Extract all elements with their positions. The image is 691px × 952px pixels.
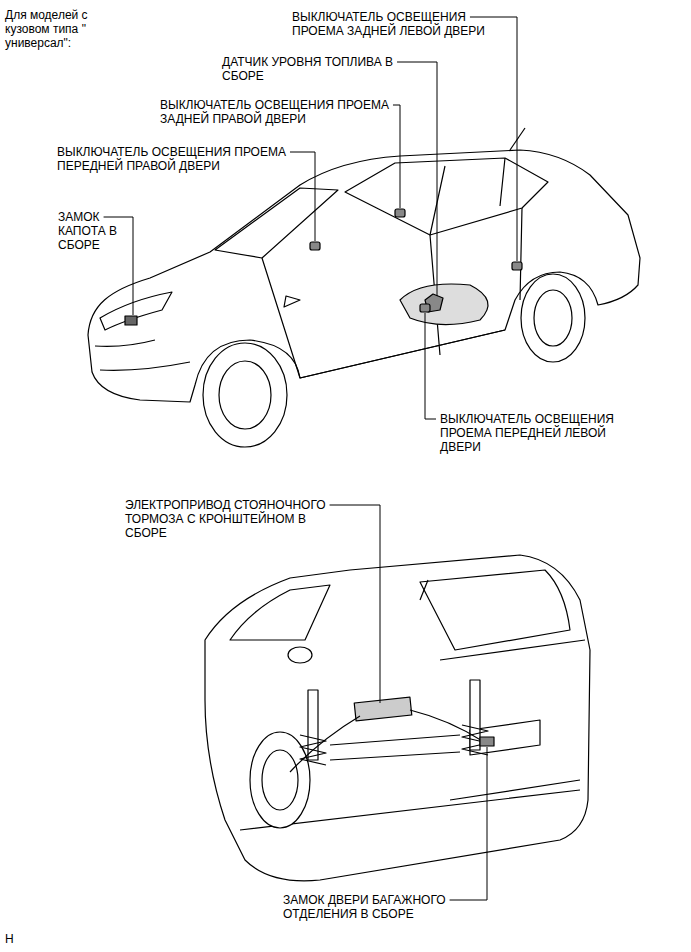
leader-line (425, 313, 436, 419)
leader-line (470, 17, 517, 261)
leader-line (290, 152, 315, 241)
part-label: H (5, 932, 25, 946)
part-label: ВЫКЛЮЧАТЕЛЬ ОСВЕЩЕНИЯ ПРОЕМА ЗАДНЕЙ ПРАВ… (160, 98, 392, 126)
part-label: ЭЛЕКТРОПРИВОД СТОЯНОЧНОГО ТОРМОЗА С КРОН… (125, 498, 350, 540)
part-label: ДАТЧИК УРОВНЯ ТОПЛИВА В СБОРЕ (222, 55, 432, 83)
heading: Для моделей с кузовом типа " универсал": (5, 8, 123, 50)
part-label: ВЫКЛЮЧАТЕЛЬ ОСВЕЩЕНИЯ ПРОЕМА ЗАДНЕЙ ЛЕВО… (292, 10, 520, 38)
part-label: ВЫКЛЮЧАТЕЛЬ ОСВЕЩЕНИЯ ПРОЕМА ПЕРЕДНЕЙ ЛЕ… (440, 412, 640, 454)
leader-line (393, 105, 400, 208)
leader-line (450, 747, 487, 900)
part-label: ЗАМОК КАПОТА В СБОРЕ (58, 210, 128, 252)
leader-line (397, 62, 437, 296)
part-label: ЗАМОК ДВЕРИ БАГАЖНОГО ОТДЕЛЕНИЯ В СБОРЕ (283, 893, 473, 921)
leader-line (330, 505, 380, 703)
part-label: ВЫКЛЮЧАТЕЛЬ ОСВЕЩЕНИЯ ПРОЕМА ПЕРЕДНЕЙ ПР… (57, 145, 302, 173)
